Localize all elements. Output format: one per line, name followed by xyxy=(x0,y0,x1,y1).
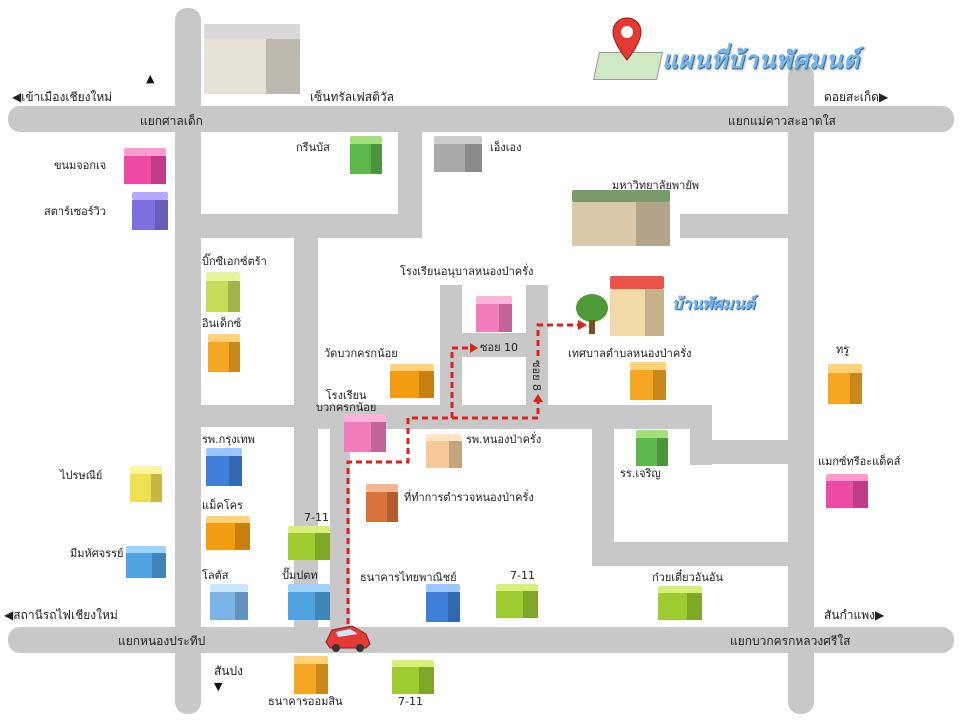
building-green xyxy=(350,136,382,174)
building-central-festival xyxy=(204,24,300,94)
label-ptt: ปั๊มปตท xyxy=(282,569,318,582)
building-bigc xyxy=(206,272,240,312)
label-hosp-npk: รพ.หนองป่าครั่ง xyxy=(466,433,542,446)
label-bank-gsb: ธนาคารออมสิน xyxy=(268,695,343,708)
road-inner-horizontal-1 xyxy=(200,214,422,238)
label-junction-buakkrok: แยกบวกครกหลวงศรีใส xyxy=(730,634,851,648)
label-soi-8: ซอย 8 xyxy=(530,360,544,392)
building-phahonyothin xyxy=(126,546,166,578)
map-title: แผนที่บ้านพัศมนต์ xyxy=(662,46,860,74)
tree-icon xyxy=(576,294,608,322)
building-shop-right xyxy=(826,474,868,508)
label-post: ไปรษณีย์ xyxy=(60,469,103,482)
label-711-a: 7-11 xyxy=(304,511,329,524)
road-right-vertical xyxy=(788,64,814,714)
label-711-c: 7-11 xyxy=(398,695,423,708)
label-school-buak: โรงเรียน บวกครกน้อย xyxy=(316,389,377,415)
road-inner-vertical-1 xyxy=(398,130,422,238)
building-makro xyxy=(206,516,250,550)
road-inner-horizontal-5 xyxy=(440,333,548,357)
label-junction-saldek: แยกศาลเด็ก xyxy=(140,114,203,128)
building-clinic xyxy=(636,430,668,466)
arrow-up-north: ▲ xyxy=(146,72,155,85)
label-index: อินเด็กซ์ xyxy=(202,317,242,330)
building-bank-gsb xyxy=(294,656,328,694)
label-municipal: เทศบาลตำบลหนองป่าครั่ง xyxy=(568,347,692,360)
route-line-home xyxy=(536,323,580,356)
building-university xyxy=(572,190,670,246)
label-bangkok-hospital: รพ.กรุงเทพ xyxy=(202,433,255,446)
label-green: กรีนบัส xyxy=(296,141,330,154)
label-east-sankamphaeng: สันกำแพง▶ xyxy=(824,608,885,622)
road-left-vertical xyxy=(175,8,201,714)
route-arrow-soi10 xyxy=(470,343,478,353)
road-inner-vertical-4 xyxy=(592,428,614,566)
home-label: บ้านพัศมนต์ xyxy=(672,294,755,313)
building-hospital-top xyxy=(434,136,482,172)
label-lotus: โลตัส xyxy=(202,569,229,582)
label-bigc: บิ๊กซีเอกซ์ตร้า xyxy=(202,255,267,268)
road-inner-vertical-5 xyxy=(690,405,712,465)
route-arrow-soi8 xyxy=(533,394,543,402)
route-line-soi8 xyxy=(452,400,540,420)
car-icon xyxy=(325,625,371,652)
road-inner-horizontal-6 xyxy=(612,542,790,566)
label-bank-scb: ธนาคารไทยพาณิชย์ xyxy=(360,571,457,584)
label-university: มหาวิทยาลัยพายัพ xyxy=(612,179,700,192)
label-hospital-top: เอ็งเอง xyxy=(490,141,522,154)
building-watbuak xyxy=(390,364,434,398)
road-inner-horizontal-7 xyxy=(712,440,790,464)
building-municipal xyxy=(630,362,666,400)
building-711-a xyxy=(288,526,330,560)
building-school-npk xyxy=(476,296,512,332)
road-inner-vertical-2 xyxy=(294,238,318,628)
road-inner-horizontal-3 xyxy=(200,405,296,427)
route-arrow-home xyxy=(578,320,587,330)
label-clinic: รร.เจริญ xyxy=(620,467,661,480)
label-police: ที่ทำการตำรวจหนองป่าครั่ง xyxy=(404,491,534,504)
building-711-b xyxy=(496,584,538,618)
road-inner-vertical-3 xyxy=(330,428,350,628)
label-noodle: ก๋วยเตี๋ยวอันอัน xyxy=(652,571,724,584)
building-home xyxy=(610,276,664,336)
label-junction-maekhao: แยกแม่คาวสะอาดใส xyxy=(728,114,836,128)
label-starview: สตาร์เซอร์วิว xyxy=(44,205,107,218)
building-bank-scb xyxy=(426,584,460,622)
building-ptt xyxy=(288,584,330,620)
tree-trunk xyxy=(589,320,595,334)
label-shop-right: แมกซ์ทรีอะแด็คส์ xyxy=(818,455,901,468)
route-line xyxy=(346,346,470,624)
building-hosp-npk xyxy=(426,434,462,468)
building-true xyxy=(828,364,862,404)
building-police xyxy=(366,484,398,522)
label-soi-10: ซอย 10 xyxy=(480,341,519,354)
label-phahonyothin: มีมหัศจรรย์ xyxy=(70,547,124,560)
arrow-down-south: ▼ xyxy=(214,680,223,693)
label-school-npk: โรงเรียนอนุบาลหนองป่าครั่ง xyxy=(400,265,534,278)
label-711-b: 7-11 xyxy=(510,569,535,582)
road-inner-horizontal-2 xyxy=(680,214,790,238)
building-noodle xyxy=(658,586,702,620)
map-pin-icon xyxy=(612,17,642,61)
building-711-c xyxy=(392,660,434,694)
label-true: ทรู xyxy=(836,343,850,356)
building-school-buak xyxy=(344,414,386,452)
building-post xyxy=(130,466,162,502)
label-south-sanpong: สันปง xyxy=(214,664,244,678)
label-watbuak: วัดบวกครกน้อย xyxy=(324,347,398,360)
building-bangkok-hospital xyxy=(206,448,242,486)
building-index xyxy=(208,334,240,372)
building-lotus xyxy=(210,584,248,620)
label-ploysiri: ขนมจอกเจ xyxy=(54,159,107,172)
building-ploysiri xyxy=(124,148,166,184)
label-west-chiangmai: ◀เข้าเมืองเชียงใหม่ xyxy=(12,90,113,104)
label-central-festival: เซ็นทรัลเฟสติวัล xyxy=(310,90,394,104)
label-east-doisaket: ดอยสะเก็ด▶ xyxy=(824,90,889,104)
label-west-station: ◀สถานีรถไฟเชียงใหม่ xyxy=(4,608,118,622)
label-makro: แม็คโคร xyxy=(202,499,243,512)
label-junction-nongpratip: แยกหนองประทีป xyxy=(118,634,206,648)
building-starview xyxy=(132,192,168,230)
